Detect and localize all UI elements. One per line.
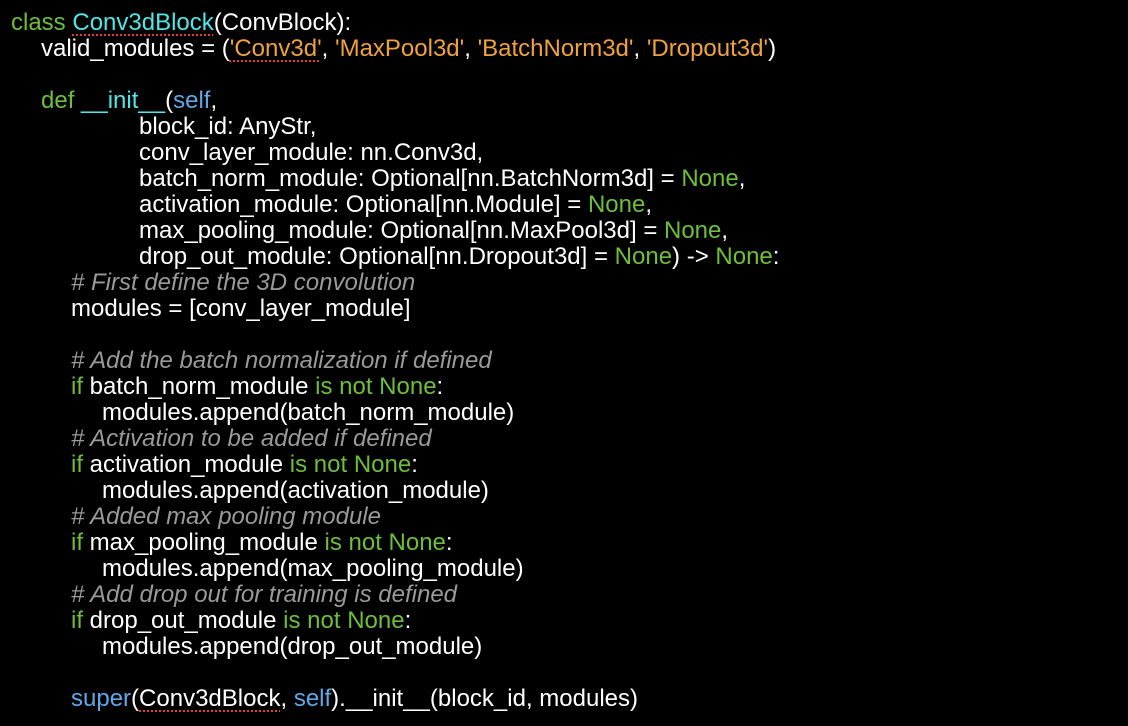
code-token-keyword: is not None [289,451,412,478]
code-token-keyword: None [681,165,739,192]
code-line[interactable]: modules.append(batch_norm_module) [11,400,779,426]
code-line[interactable]: modules.append(activation_module) [11,478,779,504]
code-token-default: , [280,685,294,712]
code-token-default: : [772,243,780,270]
code-token-default: ( [131,685,140,712]
code-token-default: batch_norm_module [89,373,316,400]
code-token-self: self [293,685,332,712]
code-line[interactable]: # First define the 3D convolution [11,270,779,296]
code-token-default: , [321,35,335,62]
code-token-class-name: Conv3dBlock [72,9,214,36]
code-token-keyword: is not None [283,607,405,634]
code-token-default: modules.append(activation_module) [102,477,489,504]
code-token-keyword: None [587,191,646,218]
code-token-keyword: None [664,217,722,244]
code-token-default: max_pooling_module: Optional[nn.MaxPool3… [139,217,664,244]
code-token-default: ) [768,35,777,62]
code-line[interactable]: if max_pooling_module is not None: [11,530,779,556]
code-token-keyword: is not None [315,373,437,400]
code-line[interactable]: # Activation to be added if defined [11,426,779,452]
code-token-default: (ConvBlock): [213,9,352,36]
code-token-default: ( [165,87,174,114]
code-line[interactable]: # Added max pooling module [11,504,779,530]
code-token-keyword: is not None [324,529,446,556]
code-line[interactable]: block_id: AnyStr, [11,114,779,140]
code-token-string: 'Conv3d' [229,35,322,62]
code-listing[interactable]: class Conv3dBlock(ConvBlock):valid_modul… [11,10,779,712]
code-token-default: : [436,373,444,400]
code-token-self: self [173,87,211,114]
code-line[interactable]: conv_layer_module: nn.Conv3d, [11,140,779,166]
code-token-default: ) -> [672,243,716,270]
code-token-default: drop_out_module: Optional[nn.Dropout3d] … [139,243,615,270]
code-token-keyword: if [71,451,90,478]
code-token-string: 'MaxPool3d' [335,35,465,62]
code-token-comment: # First define the 3D convolution [71,269,416,296]
code-token-comment: # Add the batch normalization if defined [71,347,492,374]
code-line[interactable]: modules = [conv_layer_module] [11,296,779,322]
code-token-default: , [210,87,218,114]
code-token-keyword: def [41,87,82,114]
code-line[interactable] [11,62,779,88]
code-token-default: batch_norm_module: Optional[nn.BatchNorm… [139,165,682,192]
code-line[interactable]: modules.append(max_pooling_module) [11,556,779,582]
code-line[interactable]: def __init__(self, [11,88,779,114]
code-line[interactable]: batch_norm_module: Optional[nn.BatchNorm… [11,166,779,192]
code-token-default: , [721,217,729,244]
code-line[interactable]: modules.append(drop_out_module) [11,634,779,660]
code-token-string: 'Dropout3d' [646,35,769,62]
code-token-default: : [404,607,412,634]
code-token-default: ).__init__(block_id, modules) [331,685,638,712]
code-token-default: : [445,529,453,556]
code-token-default: , [633,35,647,62]
code-token-self: super [71,685,132,712]
code-line[interactable]: # Add the batch normalization if defined [11,348,779,374]
code-token-keyword: None [715,243,773,270]
code-token-comment: # Added max pooling module [71,503,381,530]
code-token-keyword: if [71,607,90,634]
code-token-default: , [464,35,478,62]
code-line[interactable] [11,660,779,686]
code-token-default: valid_modules = ( [41,35,230,62]
code-token-default: block_id: AnyStr, [139,113,317,140]
code-line[interactable]: if batch_norm_module is not None: [11,374,779,400]
code-token-comment: # Add drop out for training is defined [71,581,458,608]
code-token-string: 'BatchNorm3d' [477,35,634,62]
code-line[interactable]: max_pooling_module: Optional[nn.MaxPool3… [11,218,779,244]
code-line[interactable]: drop_out_module: Optional[nn.Dropout3d] … [11,244,779,270]
code-line[interactable] [11,322,779,348]
code-token-default: modules.append(drop_out_module) [102,633,483,660]
code-line[interactable]: if drop_out_module is not None: [11,608,779,634]
code-token-default: : [411,451,418,478]
code-token-default: , [645,191,652,218]
code-token-default: conv_layer_module: nn.Conv3d, [139,139,484,166]
code-token-default: max_pooling_module [89,529,325,556]
code-token-default: modules = [conv_layer_module] [71,295,411,322]
code-token-keyword: if [71,529,90,556]
code-token-comment: # Activation to be added if defined [71,425,432,452]
code-token-keyword: if [71,373,90,400]
code-token-default: drop_out_module [89,607,284,634]
code-token-default: , [738,165,746,192]
code-line[interactable]: super(Conv3dBlock, self).__init__(block_… [11,686,779,712]
code-token-function-name: __init__ [81,87,166,114]
code-token-default: modules.append(max_pooling_module) [102,555,524,582]
code-token-default: Conv3dBlock [139,685,281,712]
code-token-keyword: None [614,243,673,270]
code-line[interactable]: activation_module: Optional[nn.Module] =… [11,192,779,218]
code-line[interactable]: if activation_module is not None: [11,452,779,478]
code-token-default: activation_module: Optional[nn.Module] = [139,191,588,218]
code-token-default: modules.append(batch_norm_module) [102,399,515,426]
code-token-default: activation_module [89,451,290,478]
code-line[interactable]: # Add drop out for training is defined [11,582,779,608]
code-line[interactable]: valid_modules = ('Conv3d', 'MaxPool3d', … [11,36,779,62]
code-line[interactable]: class Conv3dBlock(ConvBlock): [11,10,779,36]
code-token-keyword: class [11,9,73,36]
